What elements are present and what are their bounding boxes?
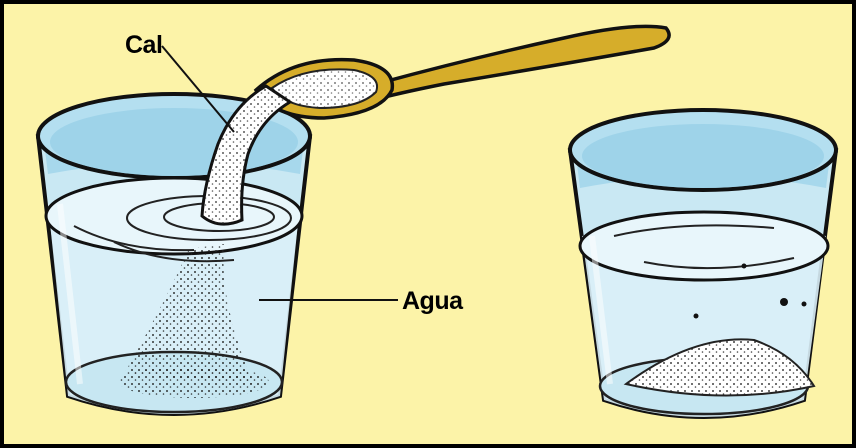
illustration-svg: [4, 4, 852, 444]
agua-label: Agua: [402, 287, 463, 316]
cal-label: Cal: [125, 31, 162, 60]
right-glass: [570, 110, 836, 417]
left-glass: [38, 94, 310, 414]
spoon-icon: [256, 26, 669, 118]
